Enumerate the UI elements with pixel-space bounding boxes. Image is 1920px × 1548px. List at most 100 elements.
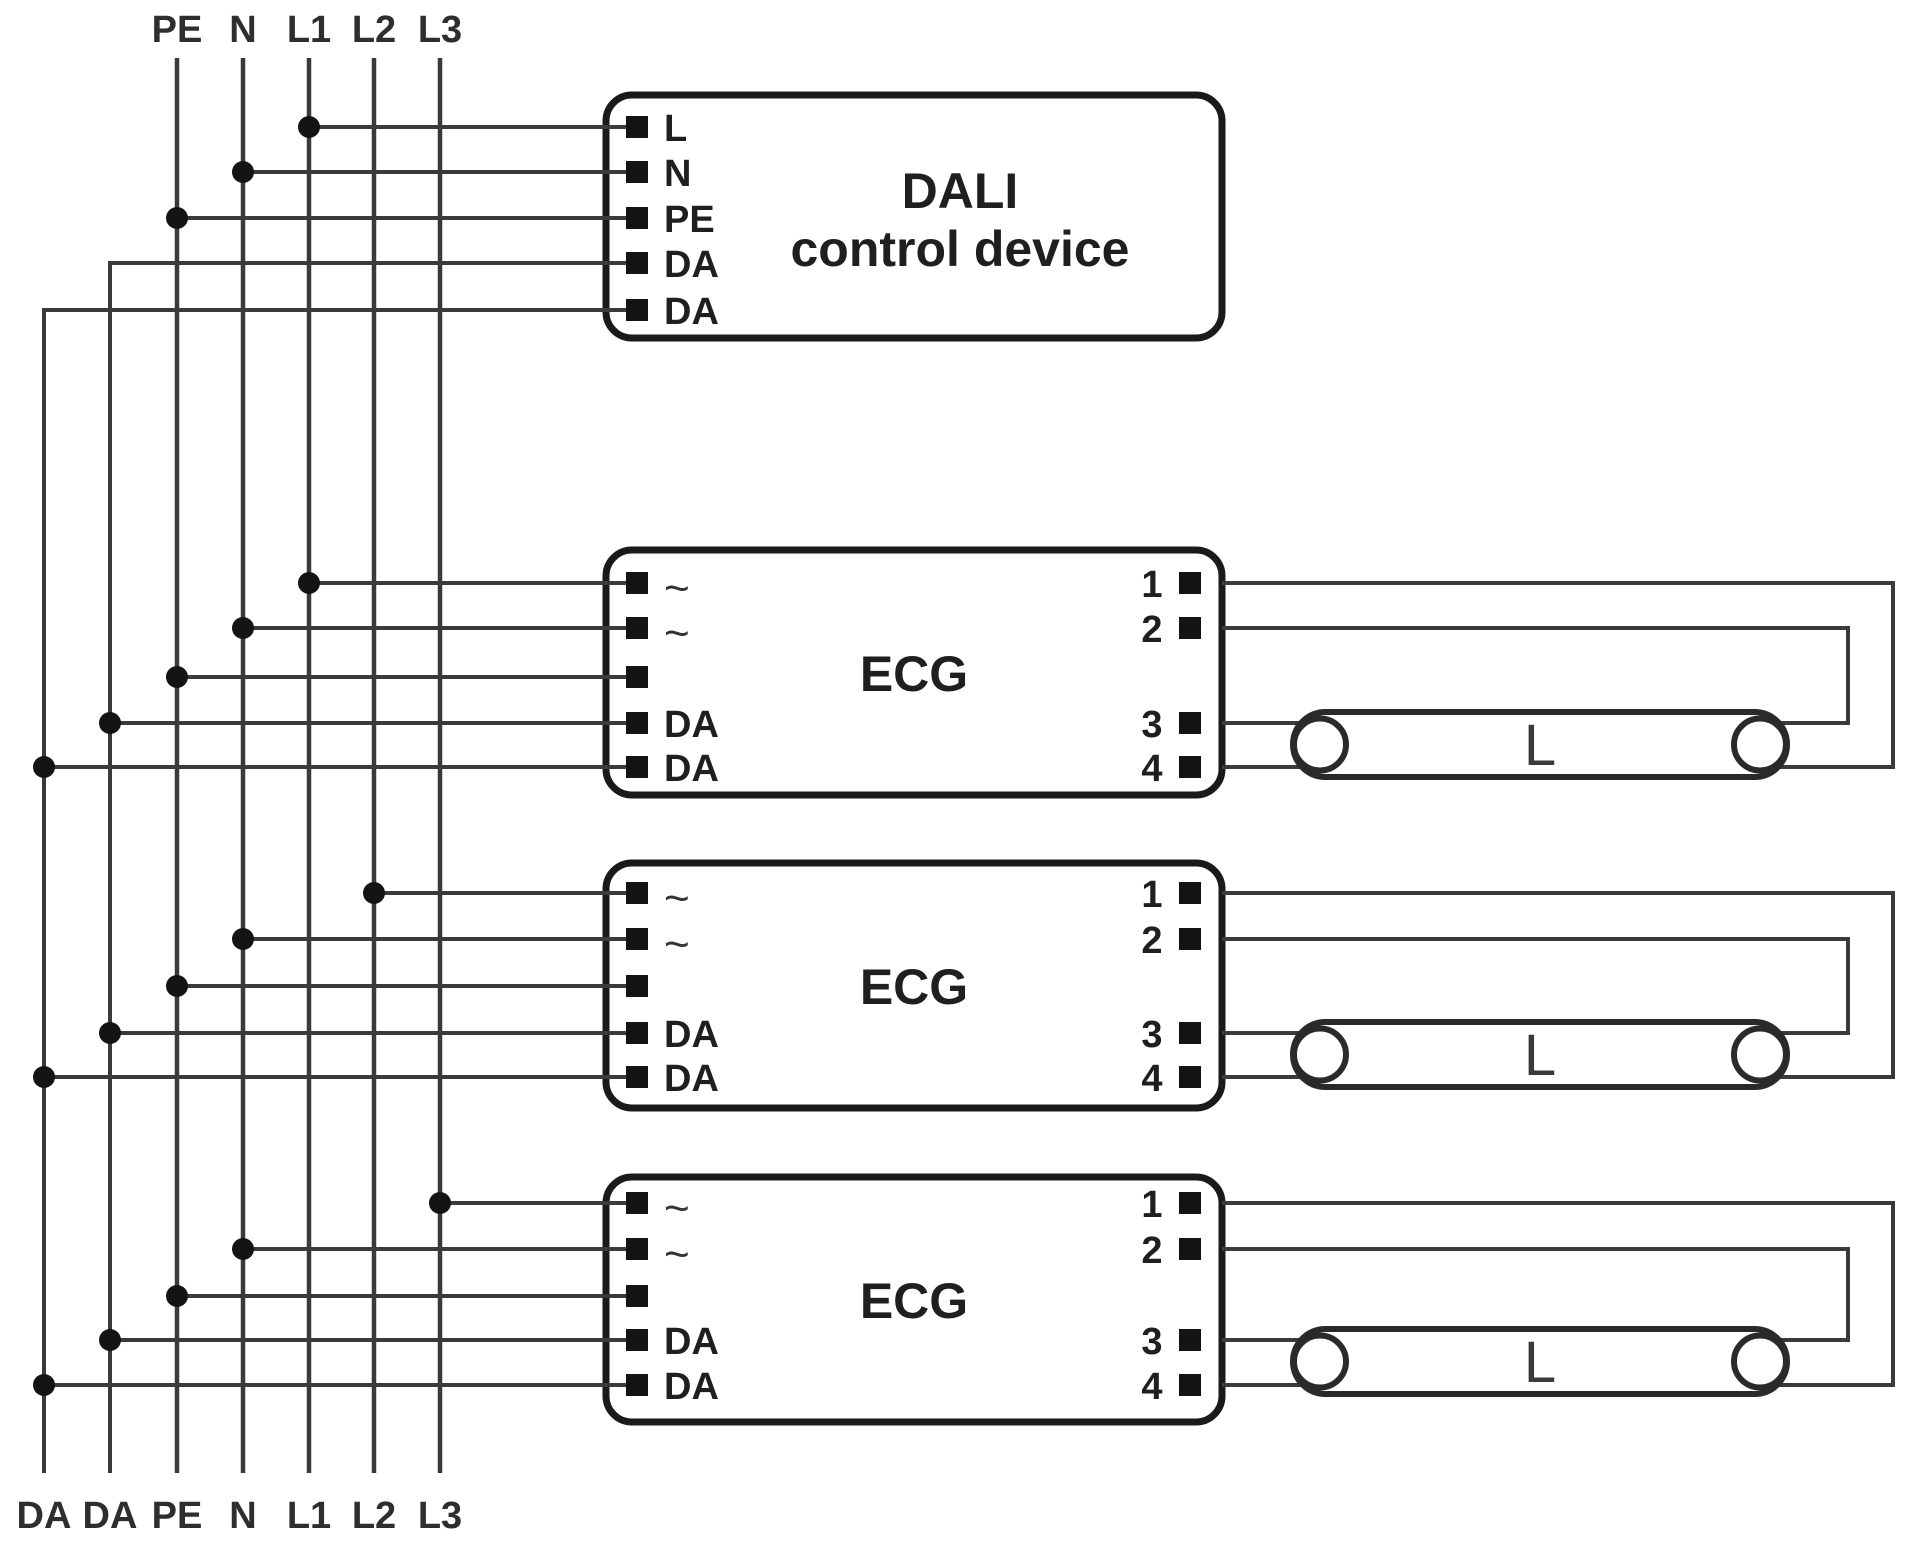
- junction-dot: [33, 756, 55, 778]
- ecg3-terminal-da1: DA: [664, 1321, 719, 1363]
- junction-dot: [166, 1285, 188, 1307]
- terminal-square: [1179, 617, 1201, 639]
- junction-dot: [166, 207, 188, 229]
- ecg2-lamp-wire-2: [1222, 937, 1850, 1035]
- ecg1-terminal-da2: DA: [664, 748, 719, 790]
- ecg3-terminal-1: 1: [1141, 1184, 1162, 1226]
- lamp-end-cap-right: [1731, 715, 1789, 774]
- ecg1-terminal-tilde-1: ~: [664, 564, 690, 613]
- terminal-square: [626, 928, 648, 950]
- terminal-square: [1179, 1374, 1201, 1396]
- lamp-3: L: [1290, 1326, 1790, 1397]
- bottom-label-pe: PE: [152, 1495, 203, 1537]
- terminal-square: [626, 617, 648, 639]
- ecg3-device-title: ECG: [860, 1273, 968, 1329]
- terminal-square: [626, 1285, 648, 1307]
- terminal-square: [626, 1238, 648, 1260]
- ecg3-lamp-wire-1: [1222, 1201, 1895, 1387]
- ecg2-terminal-2: 2: [1141, 920, 1162, 962]
- ecg1-terminal-4: 4: [1141, 748, 1162, 790]
- ecg1-lamp-wire-1: [1222, 581, 1895, 769]
- ecg1-terminal-da1: DA: [664, 704, 719, 746]
- terminal-square: [1179, 882, 1201, 904]
- terminal-square: [1179, 1329, 1201, 1351]
- lamp-1: L: [1290, 709, 1790, 780]
- ecg3-terminal-tilde-1: ~: [664, 1184, 690, 1233]
- terminal-square: [1179, 1238, 1201, 1260]
- ecg1-device-title: ECG: [860, 646, 968, 702]
- terminal-square: [1179, 1022, 1201, 1044]
- bottom-bus-labels: DA DA PE N L1 L2 L3: [17, 1495, 463, 1537]
- junction-dot: [166, 975, 188, 997]
- terminal-square: [626, 1192, 648, 1214]
- dali-device-title-line2: control device: [791, 221, 1130, 277]
- ecg3-terminal-tilde-2: ~: [664, 1230, 690, 1279]
- ecg2-terminal-tilde-1: ~: [664, 874, 690, 923]
- junction-dot: [33, 1066, 55, 1088]
- terminal-square: [626, 572, 648, 594]
- terminal-square: [626, 252, 648, 274]
- junction-dot: [33, 1374, 55, 1396]
- bottom-label-l2: L2: [352, 1495, 396, 1537]
- junction-dot: [99, 1022, 121, 1044]
- junction-dot: [232, 161, 254, 183]
- ecg1-terminal-3: 3: [1141, 704, 1162, 746]
- top-label-n: N: [229, 9, 256, 51]
- terminal-square: [1179, 756, 1201, 778]
- ecg-device-1: ~ ~ DA DA 1 2 3 4 ECG: [33, 546, 1895, 799]
- dali-terminal-label-l: L: [664, 108, 687, 150]
- lamp-end-cap-left: [1291, 715, 1349, 774]
- lamp-end-cap-right: [1731, 1332, 1789, 1391]
- dali-terminal-label-pe: PE: [664, 199, 715, 241]
- ecg-device-2: ~ ~ DA DA 1 2 3 4 ECG: [33, 859, 1895, 1112]
- lamp2-label: L: [1524, 1023, 1556, 1088]
- lamp1-label: L: [1524, 713, 1556, 778]
- dali-terminal-label-da2: DA: [664, 291, 719, 333]
- terminal-square: [626, 1066, 648, 1088]
- junction-dot: [99, 712, 121, 734]
- bottom-label-n: N: [229, 1495, 256, 1537]
- junction-dot: [232, 928, 254, 950]
- junction-dot: [232, 1238, 254, 1260]
- ecg3-terminal-da2: DA: [664, 1366, 719, 1408]
- ecg2-terminal-da2: DA: [664, 1058, 719, 1100]
- junction-dot: [429, 1192, 451, 1214]
- ecg3-lamp-wire-2: [1222, 1247, 1850, 1342]
- junction-dot: [298, 572, 320, 594]
- terminal-square: [626, 1374, 648, 1396]
- terminal-square: [626, 882, 648, 904]
- top-label-l3: L3: [418, 9, 462, 51]
- ecg2-device-title: ECG: [860, 959, 968, 1015]
- junction-dot: [99, 1329, 121, 1351]
- top-bus-labels: PE N L1 L2 L3: [152, 9, 463, 51]
- ecg1-terminal-1: 1: [1141, 564, 1162, 606]
- dali-terminal-label-n: N: [664, 153, 691, 195]
- lamp-end-cap-left: [1291, 1332, 1349, 1391]
- ecg-device-3: ~ ~ DA DA 1 2 3 4 ECG: [33, 1173, 1895, 1426]
- top-label-l1: L1: [287, 9, 331, 51]
- top-label-l2: L2: [352, 9, 396, 51]
- terminal-square: [1179, 1066, 1201, 1088]
- ecg2-terminal-tilde-2: ~: [664, 920, 690, 969]
- ecg2-lamp-wire-1: [1222, 891, 1895, 1079]
- lamp-2: L: [1290, 1019, 1790, 1090]
- ecg-device-box: [602, 546, 1226, 799]
- ecg2-terminal-da1: DA: [664, 1014, 719, 1056]
- bottom-label-l3: L3: [418, 1495, 462, 1537]
- terminal-square: [626, 712, 648, 734]
- terminal-square: [626, 975, 648, 997]
- terminal-square: [626, 207, 648, 229]
- dali-da-bus-wire-1: [108, 261, 637, 1473]
- lamp-end-cap-left: [1291, 1025, 1349, 1084]
- ecg2-terminal-4: 4: [1141, 1058, 1162, 1100]
- ecg-device-box: [602, 1173, 1226, 1426]
- ecg1-terminal-tilde-2: ~: [664, 609, 690, 658]
- terminal-square: [626, 1329, 648, 1351]
- terminal-square: [1179, 928, 1201, 950]
- lamp-end-cap-right: [1731, 1025, 1789, 1084]
- terminal-square: [626, 666, 648, 688]
- terminal-square: [626, 756, 648, 778]
- terminal-square: [626, 1022, 648, 1044]
